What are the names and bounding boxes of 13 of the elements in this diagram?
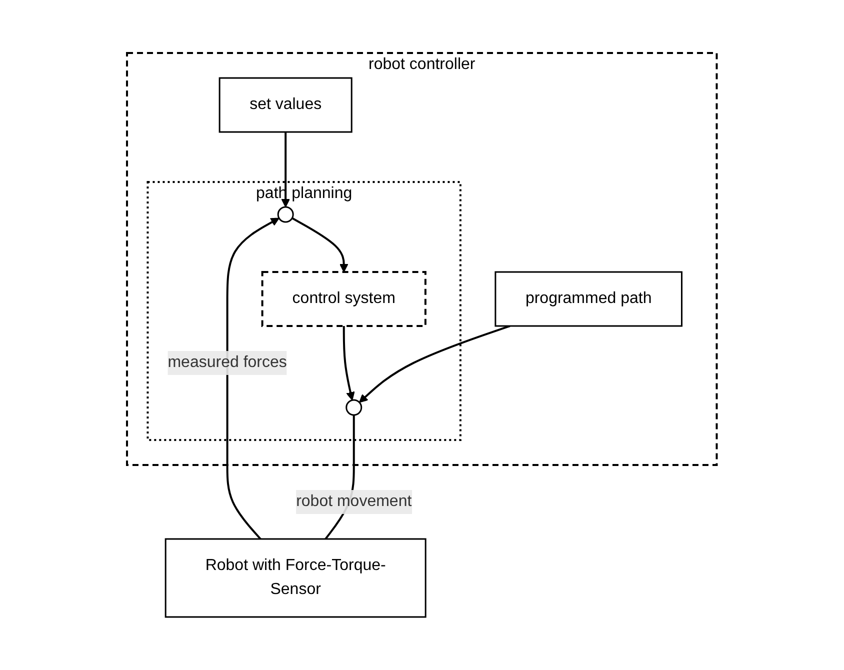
node-box: set values: [218, 77, 352, 133]
arrow: [281, 132, 290, 208]
arrow: [226, 218, 280, 540]
node-circle: [277, 206, 294, 223]
arrow: [359, 325, 510, 403]
edge-label: robot movement: [296, 492, 412, 510]
arrow: [343, 326, 355, 401]
node-box: Robot with Force-Torque-Sensor: [164, 538, 426, 618]
arrow: [292, 217, 348, 272]
node-box: control system: [261, 271, 427, 327]
node-circle: [346, 399, 362, 416]
node-box: programmed path: [494, 271, 683, 327]
edge-label: measured forces: [168, 354, 288, 371]
